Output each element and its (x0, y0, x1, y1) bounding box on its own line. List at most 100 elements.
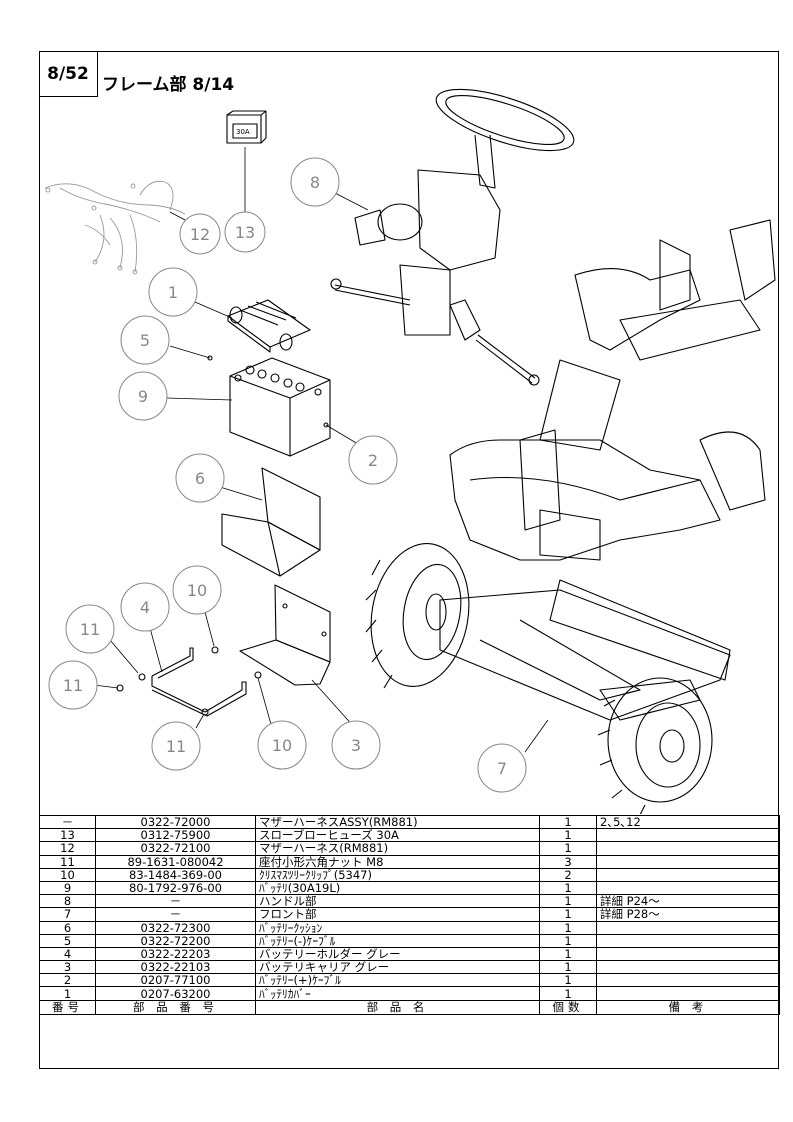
battery-carrier-drawing (239, 584, 331, 686)
quantity-cell: 1 (539, 986, 597, 1001)
part-code-cell: 0322-72000 (95, 814, 256, 830)
part-name-cell: ハンドル部 (255, 894, 540, 909)
battery-cover-drawing (227, 299, 311, 353)
quantity-cell: 1 (539, 973, 597, 988)
fuse-drawing (226, 110, 267, 144)
quantity-cell: 1 (539, 841, 597, 856)
remarks-cell (596, 880, 780, 896)
part-code-cell: 0322-22203 (95, 946, 256, 962)
table-header-row: 番号部 品 番 号部 品 名個数備 考 (39, 999, 780, 1015)
part-code-cell: 0322-72300 (95, 920, 256, 935)
right-wheel-drawing (597, 677, 713, 814)
part-name-cell: ﾊﾞｯﾃﾘｰ(-)ｹｰﾌﾞﾙ (255, 933, 540, 948)
part-name-cell: 座付小形六角ナット M8 (255, 854, 540, 869)
quantity-cell: 1 (539, 920, 597, 935)
part-code-cell: 0207-77100 (95, 973, 256, 988)
svg-text:12: 12 (190, 225, 210, 244)
callout-11b: 11 (48, 660, 98, 710)
part-code-cell: － (95, 894, 256, 909)
quantity-cell: 1 (539, 933, 597, 948)
part-number-cell: － (39, 814, 96, 830)
part-name-cell: バッテリキャリア グレー (255, 960, 540, 975)
exploded-parts-diagram: 30A (44, 88, 776, 814)
part-number-cell: 10 (39, 867, 96, 882)
svg-text:10: 10 (272, 736, 292, 755)
part-number-cell: 13 (39, 828, 96, 843)
part-code-cell: － (95, 907, 256, 922)
quantity-cell: 1 (539, 814, 597, 830)
part-code-cell: 0312-75900 (95, 828, 256, 843)
quantity-cell: 1 (539, 894, 597, 909)
remarks-cell (596, 946, 780, 962)
remarks-cell (596, 986, 780, 1001)
svg-text:8: 8 (310, 173, 320, 192)
part-number-cell: 2 (39, 973, 96, 988)
part-name-cell: ﾊﾞｯﾃﾘｰｸｯｼｮﾝ (255, 920, 540, 935)
wire-harness-drawing (44, 180, 186, 275)
part-name-cell: マザーハーネスASSY(RM881) (255, 814, 540, 830)
part-number-cell: 4 (39, 946, 96, 962)
callout-8: 8 (290, 157, 340, 207)
quantity-cell: 2 (539, 867, 597, 882)
quantity-cell: 1 (539, 907, 597, 922)
part-number-cell: 7 (39, 907, 96, 922)
svg-text:11: 11 (166, 737, 186, 756)
part-number-cell: 9 (39, 880, 96, 896)
page-title: フレーム部 8/14 (102, 75, 235, 95)
callout-7: 7 (477, 743, 527, 793)
handle-assembly-drawing (330, 88, 575, 386)
svg-text:10: 10 (187, 581, 207, 600)
svg-text:6: 6 (195, 469, 205, 488)
quantity-cell: 1 (539, 946, 597, 962)
header-part-number: 部 品 番 号 (95, 999, 256, 1015)
callout-4: 4 (120, 582, 170, 632)
svg-text:13: 13 (235, 223, 255, 242)
callout-6: 6 (175, 453, 225, 503)
remarks-cell (596, 933, 780, 948)
part-number-cell: 1 (39, 986, 96, 1001)
front-assembly-drawing (439, 219, 776, 721)
part-code-cell: 0322-72100 (95, 841, 256, 856)
remarks-cell (596, 973, 780, 988)
battery-holder-drawing (151, 647, 247, 717)
left-wheel-drawing (365, 543, 470, 689)
remarks-cell: 2､5､12 (596, 814, 780, 830)
page-frame (39, 51, 779, 1069)
part-code-cell: 83-1484-369-00 (95, 867, 256, 882)
remarks-cell: 詳細 P24～ (596, 894, 780, 909)
part-number-cell: 5 (39, 933, 96, 948)
callout-13: 13 (224, 211, 266, 253)
callout-11c: 11 (151, 721, 201, 771)
part-code-cell: 0207-63200 (95, 986, 256, 1001)
quantity-cell: 1 (539, 828, 597, 843)
svg-text:7: 7 (497, 759, 507, 778)
part-name-cell: ﾊﾞｯﾃﾘ(30A19L) (255, 880, 540, 896)
part-name-cell: フロント部 (255, 907, 540, 922)
part-number-cell: 12 (39, 841, 96, 856)
svg-text:1: 1 (168, 283, 178, 302)
quantity-cell: 1 (539, 880, 597, 896)
remarks-cell (596, 867, 780, 882)
part-name-cell: ﾊﾞｯﾃﾘｶﾊﾞｰ (255, 986, 540, 1001)
part-number-cell: 11 (39, 854, 96, 869)
part-number-cell: 3 (39, 960, 96, 975)
remarks-cell (596, 854, 780, 869)
quantity-cell: 1 (539, 960, 597, 975)
header-part-name: 部 品 名 (255, 999, 540, 1015)
remarks-cell (596, 828, 780, 843)
callout-9: 9 (118, 371, 168, 421)
svg-text:2: 2 (368, 451, 378, 470)
svg-text:9: 9 (138, 387, 148, 406)
